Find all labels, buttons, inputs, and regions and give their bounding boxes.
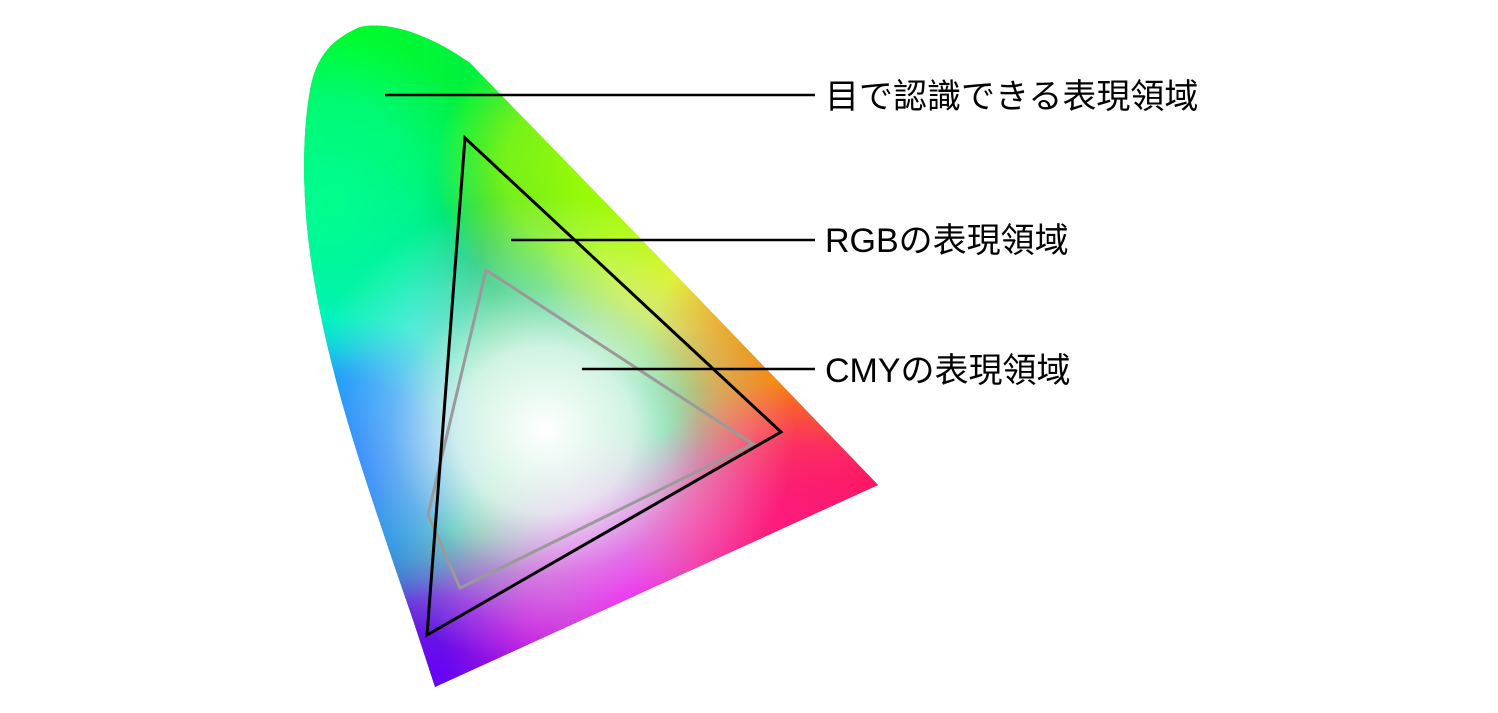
label-cmy-gamut: CMYの表現領域	[825, 352, 1071, 390]
label-rgb-gamut: RGBの表現領域	[825, 222, 1069, 260]
label-visible-gamut: 目で認識できる表現領域	[825, 78, 1198, 116]
white-point	[304, 195, 795, 665]
rgb-gamut-triangle	[425, 134, 784, 638]
cmy-gamut-triangle	[426, 267, 757, 591]
